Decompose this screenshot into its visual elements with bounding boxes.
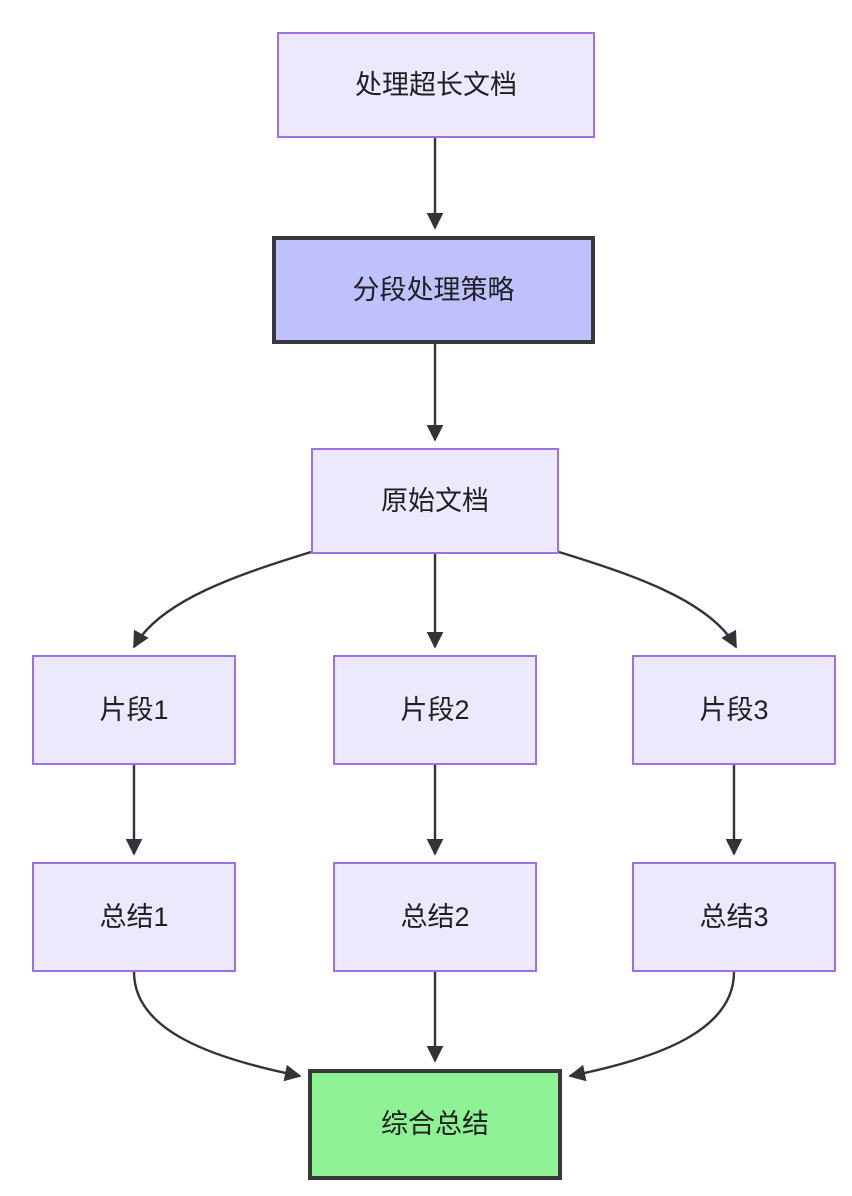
edge-source-doc-to-fragment-1 bbox=[132, 550, 312, 649]
node-fragment-1-label: 片段1 bbox=[99, 694, 169, 725]
node-fragment-3[interactable]: 片段3 bbox=[632, 655, 836, 765]
edge-summary-1-to-final-summary bbox=[132, 971, 302, 1082]
node-summary-2[interactable]: 总结2 bbox=[333, 862, 537, 972]
node-fragment-2[interactable]: 片段2 bbox=[333, 655, 537, 765]
node-source-doc-label: 原始文档 bbox=[381, 485, 489, 516]
node-summary-3-label: 总结3 bbox=[699, 901, 769, 932]
node-chunk-strategy-label: 分段处理策略 bbox=[352, 274, 515, 305]
node-fragment-1[interactable]: 片段1 bbox=[32, 655, 236, 765]
edge-source-doc-to-fragment-3 bbox=[558, 550, 738, 649]
node-summary-3[interactable]: 总结3 bbox=[632, 862, 836, 972]
edge-summary-3-to-final-summary bbox=[568, 971, 736, 1082]
node-long-doc-label: 处理超长文档 bbox=[355, 69, 517, 100]
node-summary-2-label: 总结2 bbox=[400, 901, 470, 932]
node-source-doc[interactable]: 原始文档 bbox=[311, 448, 559, 554]
node-summary-1-label: 总结1 bbox=[99, 901, 169, 932]
node-long-doc[interactable]: 处理超长文档 bbox=[277, 32, 595, 138]
node-summary-1[interactable]: 总结1 bbox=[32, 862, 236, 972]
node-chunk-strategy[interactable]: 分段处理策略 bbox=[272, 236, 595, 344]
node-final-summary-label: 综合总结 bbox=[381, 1109, 489, 1140]
node-fragment-3-label: 片段3 bbox=[699, 694, 769, 725]
node-final-summary[interactable]: 综合总结 bbox=[308, 1069, 562, 1180]
node-fragment-2-label: 片段2 bbox=[400, 694, 470, 725]
